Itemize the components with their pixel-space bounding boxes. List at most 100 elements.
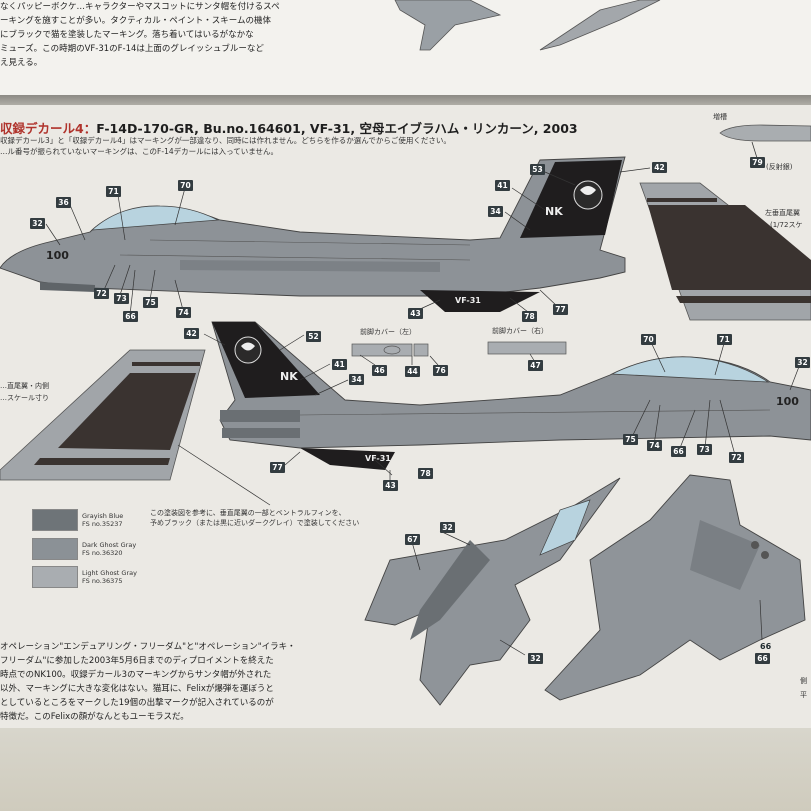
title-main: F-14D-170-GR, Bu.no.164601, VF-31, 空母エイブ… — [96, 121, 578, 136]
callout-number: 32 — [440, 522, 455, 533]
previous-page: なくパッピーボクケ…キャラクターやマスコットにサンタ帽を付けるスペ ーキングを施… — [0, 0, 811, 97]
callout-number: 77 — [553, 304, 568, 315]
callout-number: 71 — [106, 186, 121, 197]
body-line: としているところをマークした19個の出撃マークが記入されているのが — [0, 698, 274, 708]
callout-number: 78 — [522, 311, 537, 322]
note-line: 予めブラック（または黒に近いダークグレイ）で塗装してください — [150, 519, 360, 527]
lower-page — [0, 728, 811, 811]
top-plan-view-1 — [394, 0, 502, 51]
swatch-name: Dark Ghost Gray — [82, 541, 137, 549]
tank-drawing — [719, 124, 811, 159]
swatch-code: FS no.36375 — [82, 577, 123, 585]
title-prefix: 収録デカール4： — [0, 121, 97, 136]
callout-number: 41 — [332, 359, 347, 370]
f14-side-view-lower — [211, 321, 811, 470]
swatch-label: Light Ghost Gray FS no.36375 — [82, 569, 137, 585]
swatch-code: FS no.36320 — [82, 549, 123, 557]
callout-number: 43 — [408, 308, 423, 319]
top-plan-view-2 — [539, 0, 661, 51]
swatch-name: Grayish Blue — [82, 512, 124, 520]
body-line: 以外、マーキングに大きな変化はない。猫耳に、Felixが爆弾を運ぼうと — [0, 684, 274, 694]
callout-number: 66 — [671, 446, 686, 457]
plan-leader-lines — [411, 530, 763, 656]
callout-number: 41 — [495, 180, 510, 191]
right-edge-text: 平 — [800, 691, 807, 699]
color-swatch-dark-ghost-gray — [32, 538, 78, 560]
swatch-name: Light Ghost Gray — [82, 569, 137, 577]
ventral-fin-squadron-lower: VF-31 — [365, 454, 391, 463]
callout-number: 75 — [143, 297, 158, 308]
callout-number: 66 — [755, 653, 770, 664]
callout-number: 32 — [795, 357, 810, 368]
text-line: なくパッピーボクケ…キャラクターやマスコットにサンタ帽を付けるスペ — [0, 2, 280, 12]
tail-outside-scale: …スケール寸り — [0, 394, 49, 402]
callout-number: 73 — [114, 293, 129, 304]
ventral-fin-squadron-upper: VF-31 — [455, 296, 481, 305]
callout-number: 72 — [729, 452, 744, 463]
callout-number: 52 — [306, 331, 321, 342]
callout-number: 46 — [372, 365, 387, 376]
callout-number: 74 — [647, 440, 662, 451]
swatch-code: FS no.35237 — [82, 520, 123, 528]
color-swatch-light-ghost-gray — [32, 566, 78, 588]
tail-code-lower: NK — [280, 370, 298, 383]
swatch-label: Grayish Blue FS no.35237 — [82, 512, 123, 528]
tank-note: (反射銀) — [766, 163, 793, 171]
callout-number: 78 — [418, 468, 433, 479]
callout-number: 42 — [652, 162, 667, 173]
f14-side-view-upper — [0, 156, 626, 312]
callout-number: 76 — [433, 365, 448, 376]
callout-number: 32 — [30, 218, 45, 229]
callout-number: 72 — [94, 288, 109, 299]
body-line: フリーダム"に参加した2003年5月6日までのディプロイメントを終えた — [0, 656, 274, 666]
tank-label: 増槽 — [713, 113, 727, 121]
callout-number: 77 — [270, 462, 285, 473]
f14-plan-view-bottom — [544, 474, 806, 701]
callout-number: 66 — [123, 311, 138, 322]
tail-outside-left — [0, 349, 206, 481]
description-text: オペレーション"エンデュアリング・フリーダム"と"オペレーション"イラキ・ フリ… — [0, 640, 310, 724]
tail-inside-label: 左垂直尾翼 — [765, 209, 800, 217]
gear-cover-right-label: 前脚カバー（右） — [492, 327, 548, 335]
body-line: 特徴だ。このFelixの顔がなんともユーモラスだ。 — [0, 712, 189, 722]
tail-inside-scale: (1/72スケ — [770, 221, 803, 229]
modex-lower: 100 — [776, 395, 799, 408]
body-line: 時点でのNK100。収録デカール3のマーキングからサンタ帽が外された — [0, 670, 272, 680]
callout-number: 32 — [528, 653, 543, 664]
callout-number: 70 — [641, 334, 656, 345]
tail-code-upper: NK — [545, 205, 563, 218]
gear-cover-left-label: 前脚カバー（左） — [360, 328, 416, 336]
f14-plan-view-top — [364, 477, 621, 706]
callout-number: 53 — [530, 164, 545, 175]
callout-number: 70 — [178, 180, 193, 191]
text-line: え見える。 — [0, 58, 43, 68]
leader-lines — [45, 167, 801, 506]
callout-number: 79 — [750, 157, 765, 168]
subnote-line: …ル番号が振られていないマーキングは、このF-14デカールには入っていません。 — [0, 147, 279, 156]
tail-outside-label: …直尾翼・内側 — [0, 382, 49, 390]
modex-upper: 100 — [46, 249, 69, 262]
subnote-line: 収録デカール3」と「収録デカール4」はマーキングが一部違なり、同時には作れません… — [0, 136, 451, 145]
callout-number: 71 — [717, 334, 732, 345]
decal-title: 収録デカール4：F-14D-170-GR, Bu.no.164601, VF-3… — [0, 118, 578, 137]
body-line: オペレーション"エンデュアリング・フリーダム"と"オペレーション"イラキ・ — [0, 642, 296, 652]
callout-number: 75 — [623, 434, 638, 445]
gear-cover-drawings — [351, 341, 567, 357]
callout-number: 34 — [349, 374, 364, 385]
callout-number: 43 — [383, 480, 398, 491]
decal-subnote: 収録デカール3」と「収録デカール4」はマーキングが一部違なり、同時には作れません… — [0, 135, 451, 157]
callout-number: 74 — [176, 307, 191, 318]
callout-number: 44 — [405, 366, 420, 377]
note-line: この塗装図を参考に、垂直尾翼の一部とベントラルフィンを、 — [150, 509, 346, 517]
tail-inside-right — [639, 182, 811, 321]
swatch-label: Dark Ghost Gray FS no.36320 — [82, 541, 136, 557]
callout-number: 47 — [528, 360, 543, 371]
color-swatch-grayish-blue — [32, 509, 78, 531]
callout-number: 67 — [405, 534, 420, 545]
right-edge-text: 側 — [800, 677, 807, 685]
text-line: ーキングを施すことが多い。タクティカル・ペイント・スキームの機体 — [0, 16, 271, 26]
text-line: にブラックで猫を塗装したマーキング。落ち着いてはいるがなかな — [0, 30, 254, 40]
callout-number: 36 — [56, 197, 71, 208]
callout-number: 42 — [184, 328, 199, 339]
